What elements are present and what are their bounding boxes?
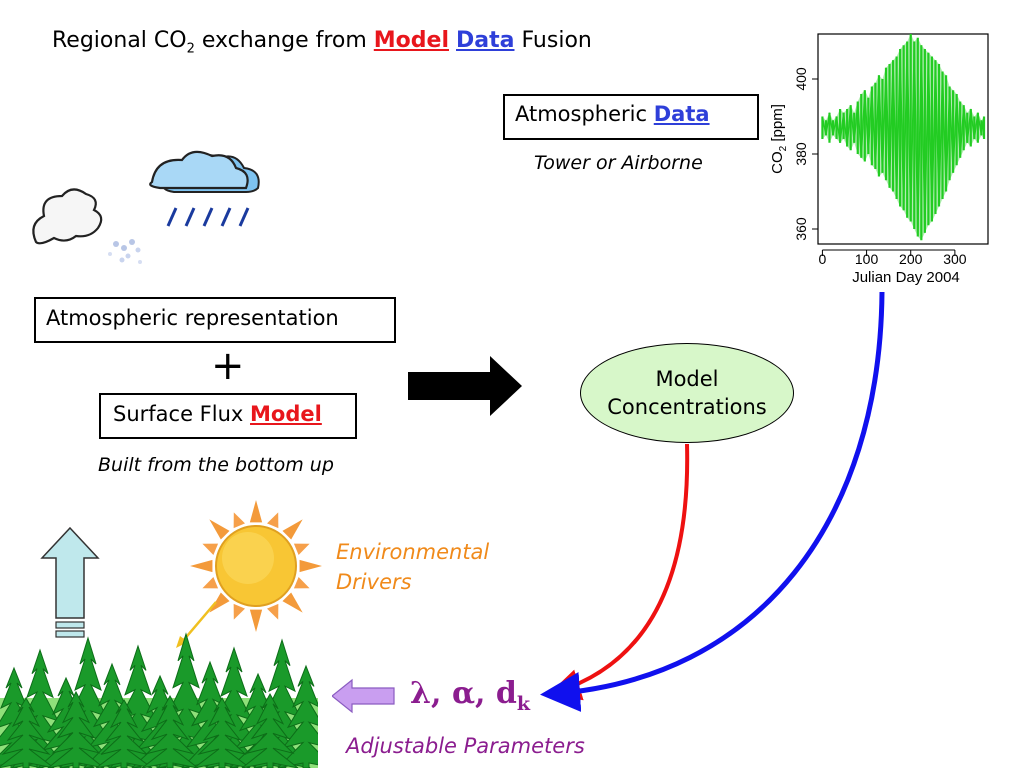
upward-arrow-icon — [40, 526, 100, 638]
model-concentrations-line2: Concentrations — [607, 395, 767, 419]
sun-icon — [190, 500, 322, 632]
co2-series-line — [821, 41, 985, 237]
atmospheric-data-label: Atmospheric — [515, 102, 648, 126]
sun-ray — [209, 592, 230, 613]
x-axis: 0 100 200 300 — [819, 249, 967, 267]
alpha-symbol: α — [451, 676, 476, 711]
atmospheric-data-highlight: Data — [653, 102, 710, 126]
y-axis-label: CO2 [ppm] — [769, 104, 789, 174]
sun-ray — [249, 500, 263, 523]
sunlight-arrow-icon — [176, 601, 217, 648]
sun-ray — [190, 559, 213, 573]
adjustable-parameters-caption: Adjustable Parameters — [346, 734, 585, 758]
left-arrow-icon — [332, 678, 395, 714]
environmental-drivers-label: Environmental Drivers — [336, 537, 489, 597]
parameters-symbols: λ, α, dk — [410, 676, 531, 715]
rain-cloud-icon — [149, 150, 260, 227]
sun-ray — [267, 603, 279, 620]
cloud-wind-icon — [32, 188, 142, 264]
x-axis-label: Julian Day 2004 — [852, 269, 960, 286]
y-axis: 360 380 400 — [793, 67, 818, 241]
sun-ray — [233, 603, 245, 620]
model-concentrations-line1: Model — [655, 367, 719, 391]
sun-ray — [233, 512, 245, 529]
sun-ray — [209, 519, 230, 540]
plus-sign: + — [211, 343, 245, 389]
forest-icon — [0, 632, 318, 768]
co2-chart: 0 100 200 300 360 380 400 Julian Day 2004 CO2… — [769, 33, 989, 286]
tree-icon — [193, 696, 251, 768]
slide-title: Regional CO2 exchange from Model Data Fu… — [52, 28, 592, 56]
atmospheric-data-caption: Tower or Airborne — [534, 152, 703, 174]
tree-icon — [241, 692, 299, 768]
sun-ray — [249, 609, 263, 632]
environmental-drivers-line1: Environmental — [336, 540, 490, 564]
d-symbol: d — [495, 676, 517, 711]
surface-flux-caption: Built from the bottom up — [98, 454, 334, 476]
tree-icon — [141, 694, 199, 768]
surface-flux-highlight: Model — [250, 402, 322, 426]
y-tick-label: 380 — [793, 142, 809, 166]
lambda-symbol: λ — [410, 676, 432, 711]
surface-flux-model-box: Surface Flux Model — [99, 393, 357, 439]
sun-ray — [299, 559, 322, 573]
title-text: Regional CO — [52, 28, 187, 53]
x-tick-label: 200 — [899, 251, 923, 267]
x-tick-label: 300 — [943, 251, 967, 267]
surface-flux-label: Surface Flux — [113, 402, 244, 426]
sun-ray — [293, 543, 310, 555]
title-model-word: Model — [373, 28, 449, 53]
tree-icon — [0, 696, 55, 768]
model-concentrations-ellipse: Model Concentrations — [580, 343, 794, 443]
tree-icon — [47, 690, 105, 768]
y-tick-label: 360 — [793, 217, 809, 241]
weather-illustration — [32, 150, 260, 264]
model-to-params-arrow — [548, 443, 690, 701]
title-subscript: 2 — [186, 41, 195, 57]
title-suffix: Fusion — [521, 28, 592, 53]
sun-ray — [202, 577, 219, 589]
tree-icon — [277, 664, 318, 768]
tree-icon — [95, 699, 153, 768]
atmospheric-data-box: Atmospheric Data — [503, 94, 759, 140]
sun-ray — [267, 512, 279, 529]
x-tick-label: 0 — [819, 251, 827, 267]
y-tick-label: 400 — [793, 67, 809, 91]
sun-ray — [293, 577, 310, 589]
atmospheric-representation-label: Atmospheric representation — [46, 306, 339, 330]
sun-ray — [282, 519, 303, 540]
right-arrow-icon — [408, 356, 522, 416]
environmental-drivers-line2: Drivers — [336, 570, 412, 594]
sun-ray — [282, 592, 303, 613]
atmospheric-representation-box: Atmospheric representation — [34, 297, 396, 343]
co2-series — [821, 34, 986, 241]
title-data-word: Data — [456, 28, 515, 53]
title-text-middle: exchange from — [194, 28, 374, 53]
data-to-params-arrow — [540, 291, 885, 712]
x-tick-label: 100 — [855, 251, 879, 267]
k-subscript: k — [516, 693, 531, 715]
sun-ray — [202, 543, 219, 555]
